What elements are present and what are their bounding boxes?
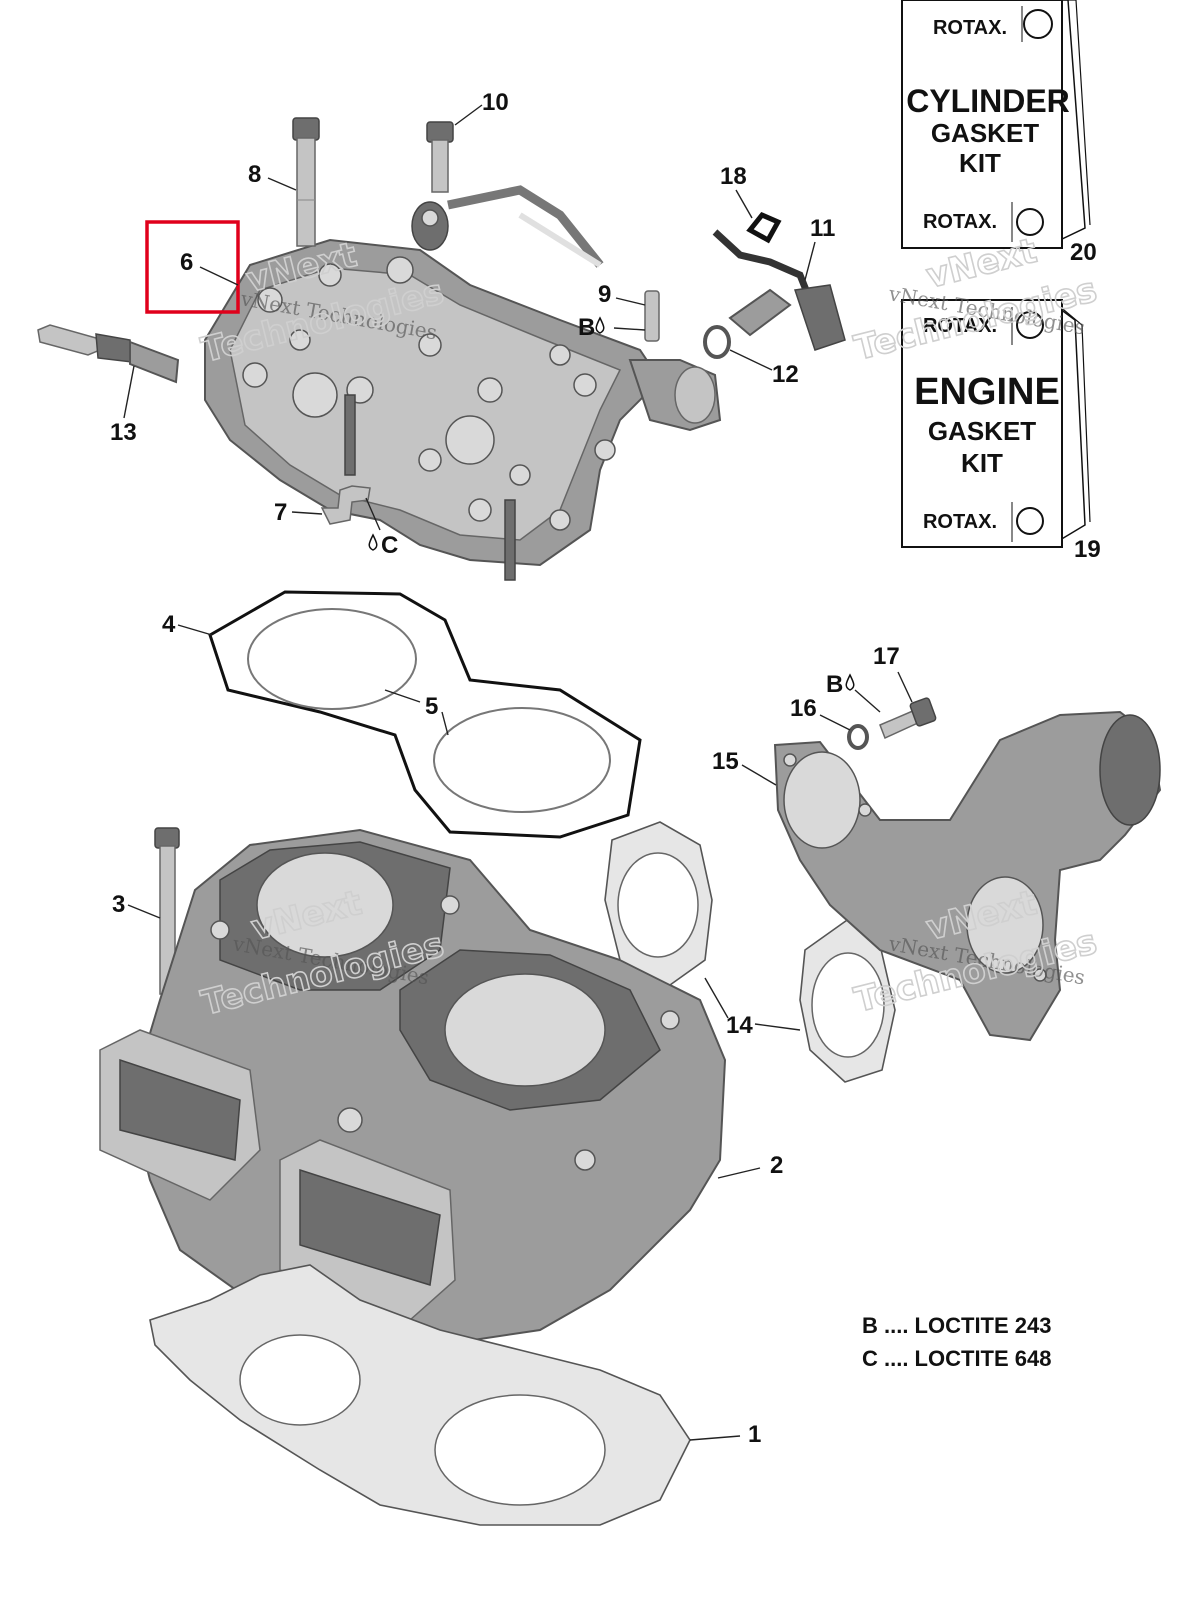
o-ring-5a — [247, 608, 417, 710]
callout-11: 11 — [810, 215, 835, 242]
callout-numbers: 1 2 3 4 5 6 7 8 9 10 11 12 13 14 15 16 1… — [110, 89, 1101, 1448]
washer-16 — [847, 724, 869, 750]
callout-5: 5 — [425, 693, 438, 720]
legend-c: C .... LOCTITE 648 — [862, 1346, 1051, 1371]
loctite-mark-b: B — [826, 671, 843, 698]
exhaust-gasket-a — [604, 821, 713, 986]
callout-8: 8 — [248, 161, 261, 188]
callout-20: 20 — [1070, 239, 1097, 266]
kit-word: KIT — [959, 148, 1001, 178]
cylinder-head — [204, 238, 722, 581]
drop-icon — [368, 533, 378, 551]
callout-6: 6 — [180, 249, 193, 276]
engine-gasket-kit: ROTAX. ENGINE GASKET KIT ROTAX. — [901, 298, 1091, 548]
callout-17: 17 — [873, 643, 900, 670]
o-ring-5b — [433, 707, 611, 813]
highlight-box — [145, 220, 240, 314]
sensor-9 — [644, 290, 660, 342]
callout-12: 12 — [772, 361, 799, 388]
callout-10: 10 — [482, 89, 509, 116]
kit-brand-top: ROTAX. — [923, 315, 997, 337]
callout-2: 2 — [770, 1152, 783, 1179]
base-gasket — [149, 1264, 691, 1526]
cylinder-block — [99, 828, 727, 1347]
leader-lines — [123, 104, 913, 1441]
callout-3: 3 — [112, 891, 125, 918]
callout-9: 9 — [598, 281, 611, 308]
kit-brand-bottom: ROTAX. — [923, 511, 997, 533]
kit-subtitle: GASKET — [931, 118, 1039, 148]
drop-icon — [845, 673, 855, 691]
callout-13: 13 — [110, 419, 137, 446]
exhaust-manifold — [773, 710, 1162, 1042]
drop-icon — [595, 316, 605, 334]
washer-12 — [703, 325, 731, 359]
brp-logo-icon — [1016, 208, 1044, 236]
clip-18 — [746, 211, 782, 244]
kit-word: KIT — [961, 448, 1003, 478]
loctite-legend: B .... LOCTITE 243 C .... LOCTITE 648 — [862, 1313, 1051, 1371]
fitting-7 — [320, 485, 371, 525]
head-seal-4 — [208, 590, 642, 839]
legend-b: B .... LOCTITE 243 — [862, 1313, 1051, 1338]
loctite-mark-b: B — [578, 314, 595, 341]
kit-subtitle: GASKET — [928, 416, 1036, 446]
callout-18: 18 — [720, 163, 747, 190]
kit-brand-top: ROTAX. — [933, 17, 1007, 39]
callout-19: 19 — [1074, 536, 1101, 563]
kit-title: CYLINDER — [906, 83, 1070, 119]
callout-7: 7 — [274, 499, 287, 526]
loctite-mark-c: C — [381, 532, 398, 559]
callout-4: 4 — [162, 611, 176, 638]
bolt-10 — [426, 121, 454, 193]
bolt-3 — [154, 827, 180, 995]
callout-14: 14 — [726, 1012, 753, 1039]
callout-1: 1 — [748, 1421, 761, 1448]
brp-logo-icon — [1016, 507, 1044, 535]
bolt-17 — [879, 697, 937, 740]
kit-title: ENGINE — [914, 371, 1060, 413]
temperature-sensor — [712, 229, 846, 351]
brp-logo-icon — [1016, 311, 1044, 339]
cylinder-gasket-kit: ROTAX. CYLINDER GASKET KIT ROTAX. — [901, 0, 1091, 249]
brp-logo-icon — [1023, 9, 1053, 39]
callout-15: 15 — [712, 748, 739, 775]
knock-sensor — [411, 185, 604, 268]
exhaust-gasket-b — [799, 916, 896, 1083]
callout-16: 16 — [790, 695, 817, 722]
spark-plug — [37, 324, 180, 384]
bolt-8 — [292, 117, 320, 247]
kit-brand-bottom: ROTAX. — [923, 211, 997, 233]
